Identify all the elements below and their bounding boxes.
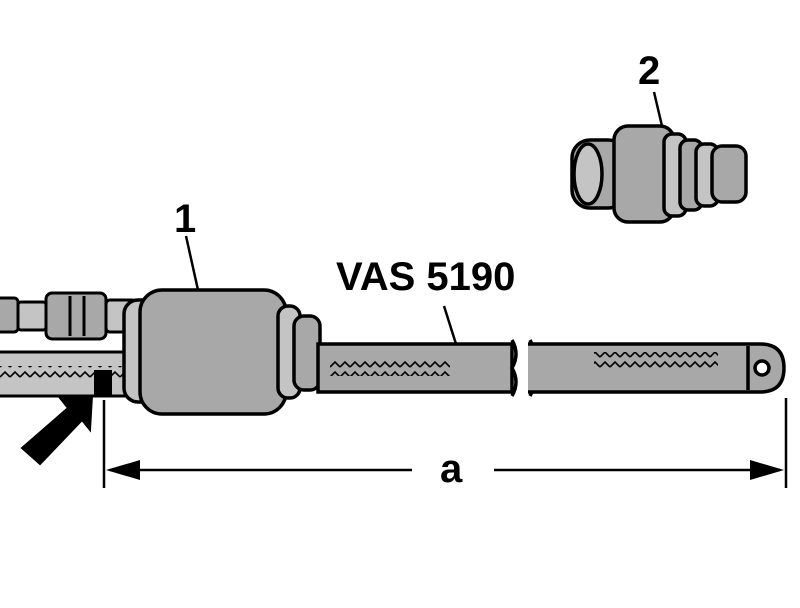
dimension-a [102, 398, 788, 488]
part-label-2: 2 [638, 49, 660, 93]
adapter-1 [122, 288, 322, 416]
dimension-label: a [440, 447, 463, 491]
plug-2 [570, 124, 748, 224]
tool-label: VAS 5190 [336, 255, 515, 299]
hose [0, 350, 148, 398]
marking-point [94, 370, 112, 396]
leader-lines [184, 91, 664, 345]
probe-rod [316, 339, 786, 397]
indicator-arrow-icon [20, 394, 94, 466]
hose-connector [0, 291, 138, 341]
part-label-1: 1 [174, 197, 196, 241]
